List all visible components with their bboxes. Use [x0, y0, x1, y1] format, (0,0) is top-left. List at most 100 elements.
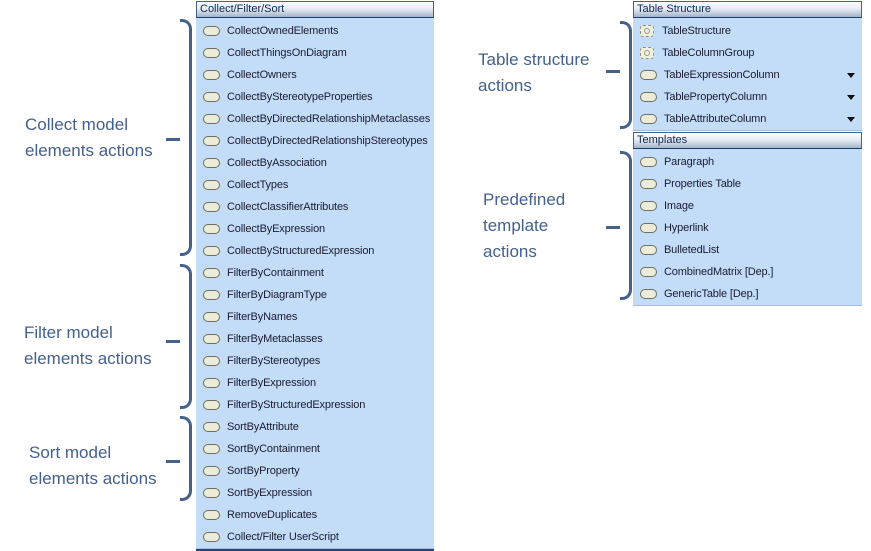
- action-oval-icon: [640, 267, 657, 277]
- action-oval-icon: [203, 444, 220, 454]
- palette-item-label: Properties Table: [664, 178, 741, 190]
- palette-item[interactable]: FilterByNames: [196, 306, 434, 328]
- palette-item-label: CollectClassifierAttributes: [227, 201, 349, 213]
- palette-item[interactable]: FilterByExpression: [196, 372, 434, 394]
- annotation-filter-bracket: [180, 264, 192, 409]
- panel-bottom-border: [196, 549, 434, 551]
- annotation-predefined-template-tick: [606, 226, 620, 229]
- collect-filter-sort-panel: Collect/Filter/Sort CollectOwnedElements…: [196, 1, 434, 551]
- palette-item-label: CollectByStereotypeProperties: [227, 91, 373, 103]
- templates-panel-header[interactable]: Templates: [633, 132, 862, 149]
- action-oval-icon: [640, 245, 657, 255]
- palette-item[interactable]: RemoveDuplicates: [196, 504, 434, 526]
- palette-item[interactable]: Collect/Filter UserScript: [196, 526, 434, 548]
- dropdown-arrow-icon[interactable]: [847, 117, 855, 122]
- annotation-sort-bracket: [180, 416, 192, 501]
- action-oval-icon: [203, 290, 220, 300]
- palette-item-label: FilterByExpression: [227, 377, 316, 389]
- table-structure-panel: Table Structure TableStructure TableColu…: [633, 1, 862, 131]
- action-oval-icon: [203, 158, 220, 168]
- palette-item-label: TableAttributeColumn: [664, 113, 767, 125]
- palette-item[interactable]: TableColumnGroup: [633, 42, 862, 64]
- action-oval-icon: [203, 400, 220, 410]
- action-oval-icon: [203, 466, 220, 476]
- palette-item[interactable]: FilterByStereotypes: [196, 350, 434, 372]
- palette-item[interactable]: CollectByDirectedRelationshipMetaclasses: [196, 108, 434, 130]
- annotation-collect-bracket: [180, 19, 192, 256]
- annotation-predefined-template-label: Predefined template actions: [483, 187, 565, 265]
- palette-item[interactable]: SortByProperty: [196, 460, 434, 482]
- action-oval-icon: [203, 114, 220, 124]
- annotation-table-structure-label: Table structure actions: [478, 47, 590, 99]
- palette-item-label: BulletedList: [664, 244, 720, 256]
- action-oval-icon: [203, 202, 220, 212]
- palette-item[interactable]: BulletedList: [633, 239, 862, 261]
- table-structure-panel-header[interactable]: Table Structure: [633, 1, 862, 18]
- palette-item-label: FilterByNames: [227, 311, 298, 323]
- annotation-line: elements actions: [24, 349, 152, 368]
- palette-item[interactable]: CollectByStereotypeProperties: [196, 86, 434, 108]
- palette-item[interactable]: Hyperlink: [633, 217, 862, 239]
- palette-item[interactable]: SortByContainment: [196, 438, 434, 460]
- palette-item-label: TableExpressionColumn: [664, 69, 780, 81]
- palette-item-label: TableStructure: [662, 25, 731, 37]
- palette-item[interactable]: FilterByDiagramType: [196, 284, 434, 306]
- annotation-line: Predefined: [483, 190, 566, 209]
- annotation-line: Sort model: [29, 443, 112, 462]
- palette-item[interactable]: CollectByStructuredExpression: [196, 240, 434, 262]
- palette-item[interactable]: GenericTable [Dep.]: [633, 283, 862, 305]
- palette-item[interactable]: CollectThingsOnDiagram: [196, 42, 434, 64]
- palette-item[interactable]: CollectTypes: [196, 174, 434, 196]
- action-oval-icon: [203, 48, 220, 58]
- action-oval-icon: [640, 223, 657, 233]
- action-oval-icon: [640, 70, 657, 80]
- palette-item-label: CollectOwnedElements: [227, 25, 339, 37]
- palette-item[interactable]: CollectClassifierAttributes: [196, 196, 434, 218]
- action-oval-icon: [203, 180, 220, 190]
- palette-item[interactable]: TablePropertyColumn: [633, 86, 862, 108]
- palette-item-label: TablePropertyColumn: [664, 91, 767, 103]
- action-oval-icon: [203, 70, 220, 80]
- annotation-line: actions: [478, 76, 532, 95]
- palette-item-label: CollectByDirectedRelationshipMetaclasses: [227, 113, 431, 125]
- action-oval-icon: [203, 422, 220, 432]
- palette-item-label: FilterByStructuredExpression: [227, 399, 366, 411]
- palette-item[interactable]: SortByExpression: [196, 482, 434, 504]
- palette-item[interactable]: FilterByMetaclasses: [196, 328, 434, 350]
- palette-item-label: FilterByStereotypes: [227, 355, 321, 367]
- annotation-line: elements actions: [29, 469, 157, 488]
- annotation-line: Table structure: [478, 50, 590, 69]
- action-oval-icon: [640, 179, 657, 189]
- palette-item[interactable]: SortByAttribute: [196, 416, 434, 438]
- action-oval-icon: [203, 136, 220, 146]
- collect-filter-sort-panel-header[interactable]: Collect/Filter/Sort: [196, 1, 434, 18]
- palette-item[interactable]: CollectByDirectedRelationshipStereotypes: [196, 130, 434, 152]
- palette-item[interactable]: CollectByExpression: [196, 218, 434, 240]
- palette-item-label: SortByContainment: [227, 443, 320, 455]
- palette-item[interactable]: Properties Table: [633, 173, 862, 195]
- palette-item[interactable]: CombinedMatrix [Dep.]: [633, 261, 862, 283]
- palette-item[interactable]: FilterByContainment: [196, 262, 434, 284]
- palette-item-label: FilterByDiagramType: [227, 289, 327, 301]
- group-dashed-icon: [640, 47, 654, 59]
- palette-item-label: SortByExpression: [227, 487, 313, 499]
- palette-item[interactable]: CollectOwnedElements: [196, 20, 434, 42]
- annotation-table-structure-bracket: [620, 21, 632, 129]
- palette-item-label: GenericTable [Dep.]: [664, 288, 759, 300]
- palette-item[interactable]: Image: [633, 195, 862, 217]
- dropdown-arrow-icon[interactable]: [847, 73, 855, 78]
- dropdown-arrow-icon[interactable]: [847, 95, 855, 100]
- palette-item[interactable]: TableExpressionColumn: [633, 64, 862, 86]
- palette-item-label: FilterByMetaclasses: [227, 333, 323, 345]
- palette-item[interactable]: Paragraph: [633, 151, 862, 173]
- palette-item[interactable]: FilterByStructuredExpression: [196, 394, 434, 416]
- palette-item[interactable]: TableAttributeColumn: [633, 108, 862, 130]
- palette-item[interactable]: CollectOwners: [196, 64, 434, 86]
- palette-item[interactable]: TableStructure: [633, 20, 862, 42]
- annotation-line: actions: [483, 242, 537, 261]
- palette-item[interactable]: CollectByAssociation: [196, 152, 434, 174]
- action-oval-icon: [203, 532, 220, 542]
- action-oval-icon: [203, 224, 220, 234]
- palette-item-label: SortByAttribute: [227, 421, 299, 433]
- action-oval-icon: [203, 334, 220, 344]
